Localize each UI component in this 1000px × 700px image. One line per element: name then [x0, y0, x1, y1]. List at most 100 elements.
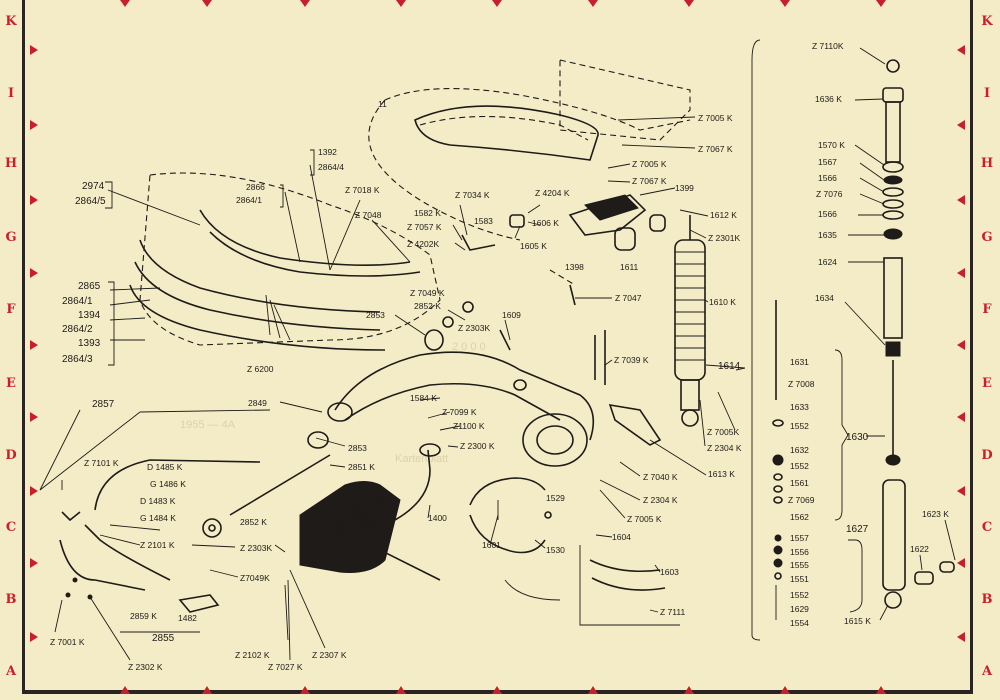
grid-letter-left-i: I — [7, 86, 15, 101]
label-1624: 1624 — [818, 257, 837, 267]
label-1398: 1398 — [565, 262, 584, 272]
label-1584k: 1584 K — [410, 393, 437, 403]
label-1394: 1394 — [78, 310, 101, 321]
label-1529: 1529 — [546, 493, 565, 503]
label-1561: 1561 — [790, 478, 809, 488]
label-z2300k: Z 2300 K — [460, 441, 495, 451]
muffler — [299, 443, 441, 581]
label-1605k: 1605 K — [520, 241, 547, 251]
label-1393: 1393 — [78, 338, 101, 349]
label-2864-1: 2864/1 — [62, 296, 93, 307]
label-1612k: 1612 K — [710, 210, 737, 220]
label-2851k: 2851 K — [348, 462, 375, 472]
label-1630: 1630 — [846, 432, 869, 443]
ghost-text-1: 2 0 0 0 — [452, 341, 486, 353]
label-2866: 2866 — [246, 182, 265, 192]
ghost-text-3: Kartenblatt — [395, 453, 448, 465]
label-z7008: Z 7008 — [788, 379, 815, 389]
label-1629: 1629 — [790, 604, 809, 614]
label-z7005k-b: Z 7005 K — [632, 159, 667, 169]
label-z1100k: Z1100 K — [453, 421, 485, 431]
label-1399: 1399 — [675, 183, 694, 193]
label-1633: 1633 — [790, 402, 809, 412]
label-1613k: 1613 K — [708, 469, 735, 479]
label-1400: 1400 — [428, 513, 447, 523]
grid-letter-right-k: K — [981, 14, 993, 29]
label-z4204k: Z 4204 K — [535, 188, 570, 198]
grid-letter-right-c: C — [981, 520, 993, 535]
label-1530: 1530 — [546, 545, 565, 555]
label-1566-a: 1566 — [818, 173, 837, 183]
label-z7027k: Z 7027 K — [268, 662, 303, 672]
label-z7057k: Z 7057 K — [407, 222, 442, 232]
grid-letter-right-f: F — [982, 302, 992, 317]
grouping-brackets — [39, 149, 315, 633]
label-z2304k-a: Z 2304 K — [707, 443, 742, 453]
label-1392: 1392 — [318, 147, 337, 157]
kickstand-assembly — [39, 409, 271, 613]
label-1583: 1583 — [474, 216, 493, 226]
label-z7005k-c: Z 7005K — [707, 427, 739, 437]
grid-letter-right-a: A — [981, 664, 993, 679]
grid-letter-right-g: G — [981, 230, 993, 245]
grid-letter-right-h: H — [980, 156, 994, 171]
grid-letter-left-e: E — [6, 376, 16, 391]
exhaust-pipe — [202, 454, 331, 538]
grid-letter-left-g: G — [5, 230, 17, 245]
label-1627: 1627 — [846, 524, 869, 535]
label-1601: 1601 — [482, 540, 501, 550]
ghost-text-2: 1955 — 4A — [180, 419, 236, 431]
label-1603: 1603 — [660, 567, 679, 577]
swing-arm — [307, 301, 595, 467]
label-z7049k-lower: Z7049K — [240, 573, 270, 583]
label-2849: 2849 — [248, 398, 267, 408]
label-1606k: 1606 K — [532, 218, 559, 228]
label-1554: 1554 — [790, 618, 809, 628]
label-z7039k: Z 7039 K — [614, 355, 649, 365]
label-1635: 1635 — [818, 230, 837, 240]
label-z7034k: Z 7034 K — [455, 190, 490, 200]
label-z7049k-upper: Z 7049 K — [410, 288, 445, 298]
label-2852k-lower: 2852 K — [240, 517, 267, 527]
frame-outline: 11 — [139, 59, 691, 346]
label-1570k: 1570 K — [818, 140, 845, 150]
label-11: 11 — [378, 99, 387, 109]
label-z2102k: Z 2102 K — [235, 650, 270, 660]
label-z2303k-upper: Z 2303K — [458, 323, 490, 333]
tank-cover — [414, 105, 599, 161]
label-z7076: Z 7076 — [816, 189, 843, 199]
grid-letter-right-i: I — [983, 86, 991, 101]
label-2974: 2974 — [82, 181, 105, 192]
label-1610k: 1610 K — [709, 297, 736, 307]
grid-letter-left-d: D — [5, 448, 17, 463]
label-1552-c: 1552 — [790, 590, 809, 600]
label-1615k: 1615 K — [844, 616, 871, 626]
crash-bars — [107, 164, 421, 351]
label-z7110k: Z 7110K — [812, 41, 844, 51]
label-2855: 2855 — [152, 633, 175, 644]
label-1614: 1614 — [718, 361, 741, 372]
label-z7001k: Z 7001 K — [50, 637, 85, 647]
label-z7048: Z 7048 — [355, 210, 382, 220]
label-z7067k-b: Z 7067 K — [632, 176, 667, 186]
label-z7047: Z 7047 — [615, 293, 642, 303]
label-1555: 1555 — [790, 560, 809, 570]
label-2857: 2857 — [92, 399, 115, 410]
label-1567: 1567 — [818, 157, 837, 167]
label-z2307k: Z 2307 K — [312, 650, 347, 660]
label-1609: 1609 — [502, 310, 521, 320]
grid-letter-left-h: H — [4, 156, 18, 171]
label-z2301k: Z 2301K — [708, 233, 740, 243]
label-2853-lower: 2853 — [348, 443, 367, 453]
label-1562: 1562 — [790, 512, 809, 522]
label-z2302k: Z 2302 K — [128, 662, 163, 672]
grid-letter-left-f: F — [6, 302, 16, 317]
grid-letter-left-a: A — [5, 664, 17, 679]
label-z2101k: Z 2101 K — [140, 540, 175, 550]
border-markers — [30, 0, 965, 694]
label-2852k-upper: 2852 K — [414, 301, 441, 311]
label-z7111: Z 7111 — [660, 607, 685, 617]
part-labels: 2974 2864/5 2866 2864/1 1392 2864/4 Z 70… — [50, 41, 949, 672]
label-z2303k-lower: Z 2303K — [240, 543, 272, 553]
